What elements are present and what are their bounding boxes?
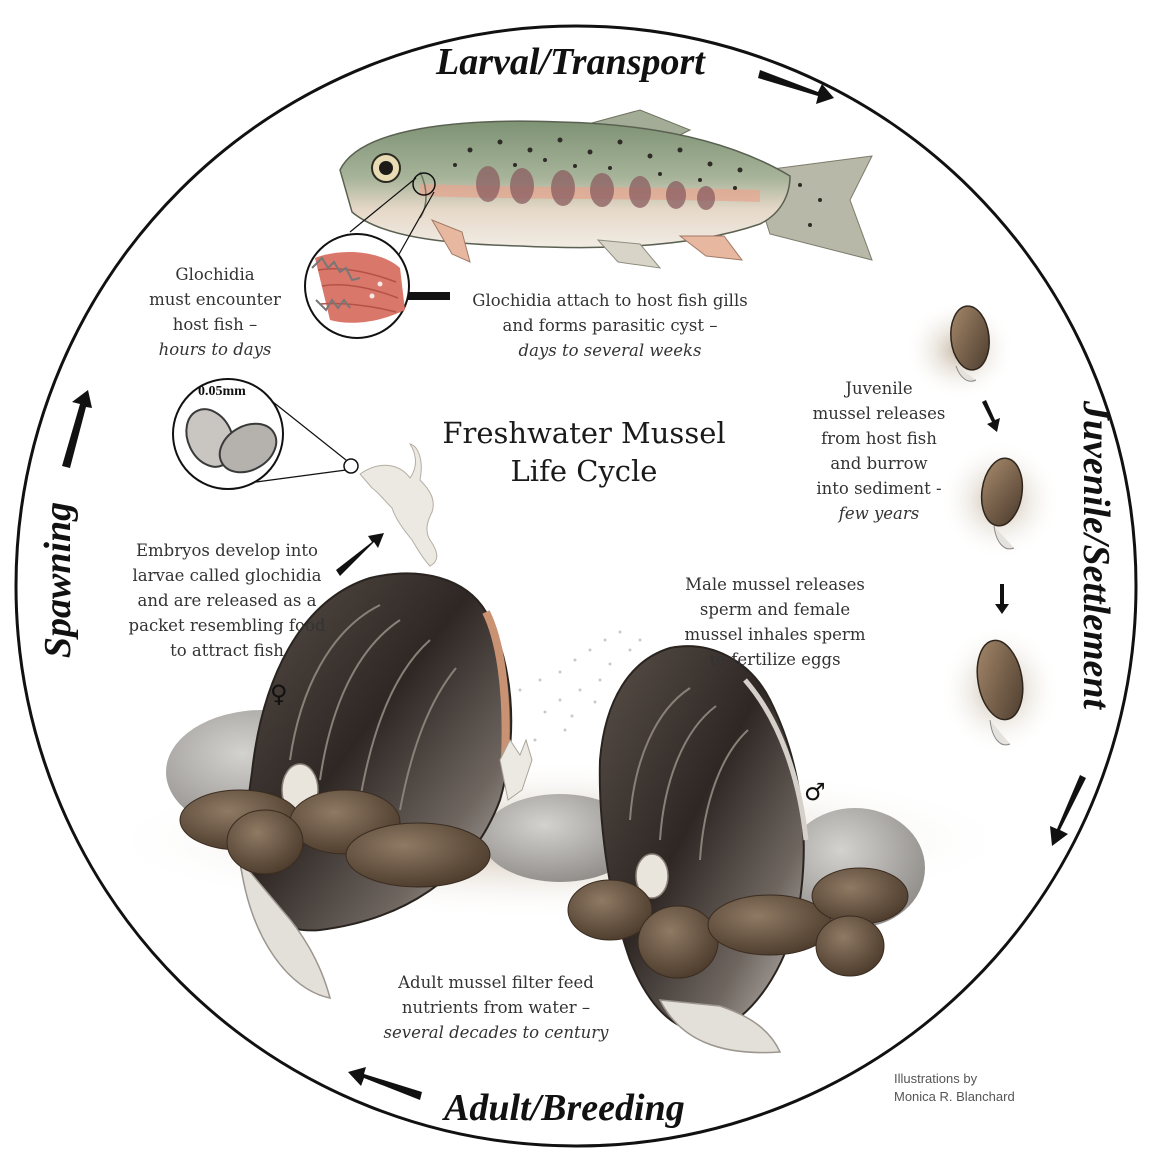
- stage-label-juvenile: Juvenile/Settlement: [1074, 401, 1118, 709]
- male-symbol-icon: ♂: [804, 778, 826, 806]
- stage-label-adult: Adult/Breeding: [444, 1086, 685, 1130]
- caption-male: Male mussel releases sperm and female mu…: [668, 572, 882, 672]
- female-symbol-icon: ♀: [270, 680, 288, 708]
- mussel-illustration: [600, 646, 806, 1052]
- caption-adult: Adult mussel filter feed nutrients from …: [380, 970, 612, 1045]
- caption-encounter: Glochidia must encounter host fish – hou…: [140, 262, 290, 362]
- page-title: Freshwater Mussel Life Cycle: [442, 414, 726, 490]
- trout-illustration: [340, 110, 872, 268]
- stage-label-larval: Larval/Transport: [436, 40, 705, 84]
- juvenile-mussel-illustration: [905, 300, 1060, 755]
- caption-attach: Glochidia attach to host fish gills and …: [452, 288, 768, 363]
- glochidia-packet-illustration: [360, 444, 437, 566]
- illustration-credit: Illustrations by Monica R. Blanchard: [894, 1070, 1015, 1106]
- stage-label-spawning: Spawning: [36, 502, 80, 658]
- caption-embryos: Embryos develop into larvae called gloch…: [110, 538, 344, 663]
- caption-juvenile: Juvenile mussel releases from host fish …: [804, 376, 954, 526]
- scale-label: 0.05mm: [198, 384, 246, 400]
